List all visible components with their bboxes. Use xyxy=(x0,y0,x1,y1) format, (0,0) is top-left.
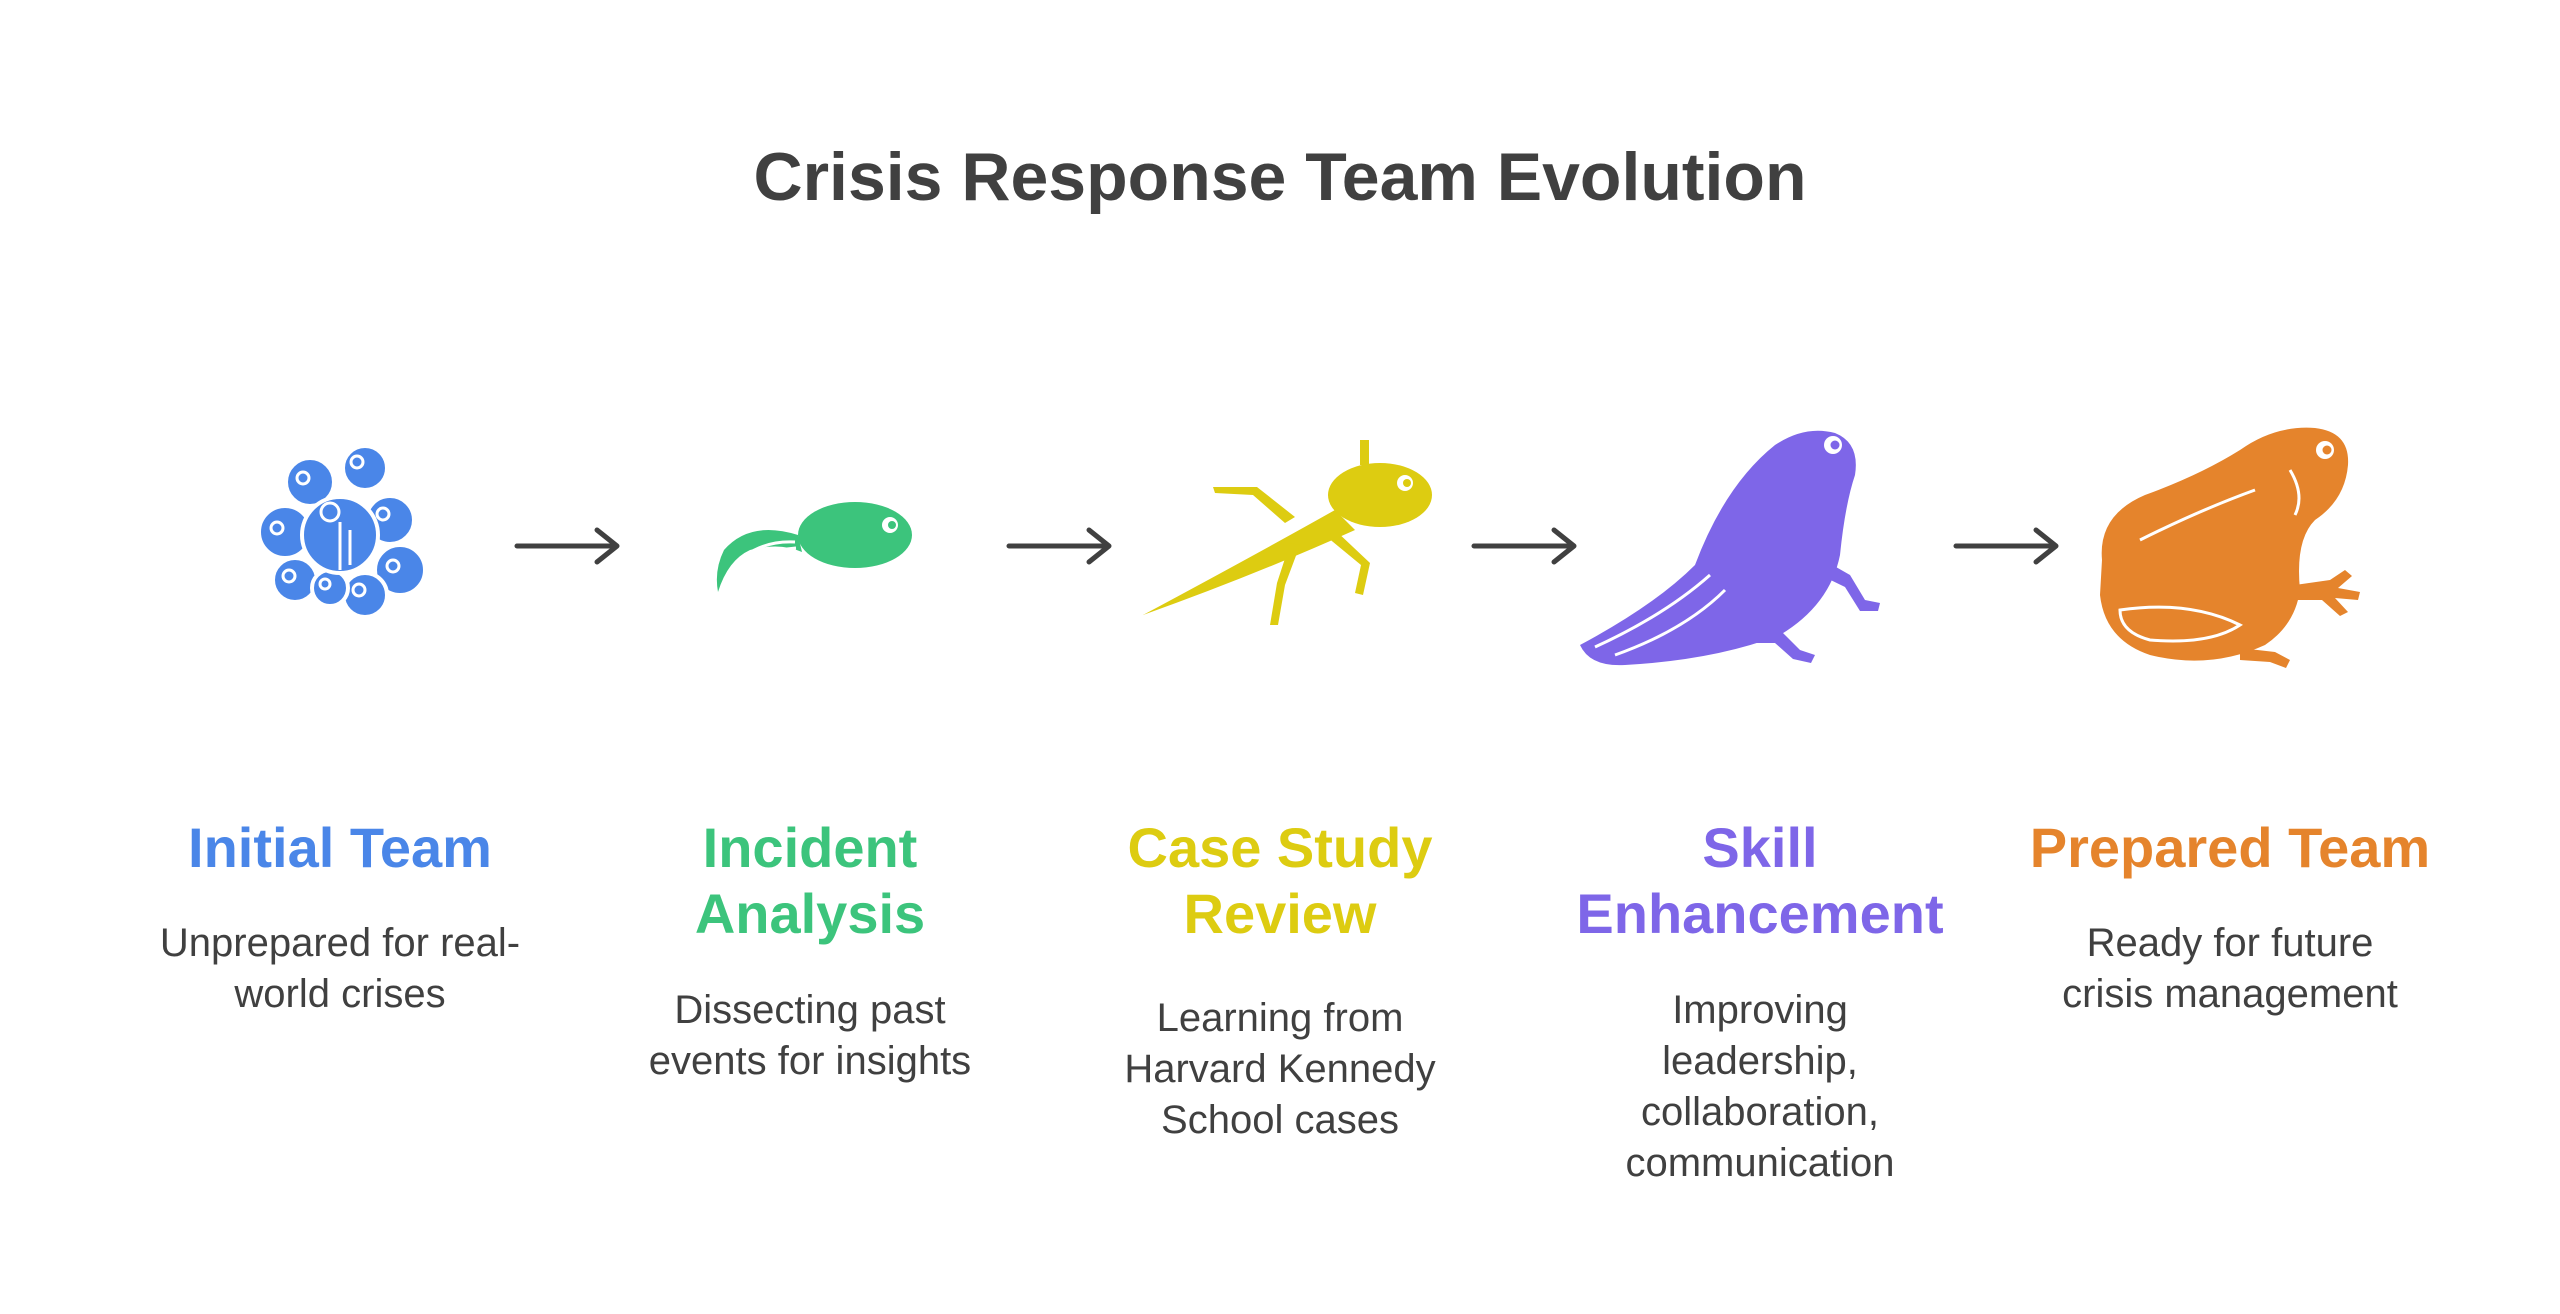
stage-desc-incident-analysis: Dissecting past events for insights xyxy=(600,985,1020,1087)
stage-desc-case-study-review: Learning from Harvard Kennedy School cas… xyxy=(1070,993,1490,1146)
stage-title-initial-team: Initial Team xyxy=(130,815,550,881)
stage-desc-line: School cases xyxy=(1161,1098,1399,1142)
stage-desc-line: Unprepared for real- xyxy=(159,921,521,965)
frog-icon xyxy=(2100,427,2360,668)
stage-title-skill-enhancement: Skill Enhancement xyxy=(1550,815,1970,947)
stage-desc-skill-enhancement: Improving leadership, collaboration, com… xyxy=(1550,985,1970,1189)
stage-title-incident-analysis: Incident Analysis xyxy=(600,815,1020,947)
tadpole-icon xyxy=(716,502,912,592)
stage-title-line: Initial Team xyxy=(188,816,492,879)
arrow-right-icon xyxy=(1471,527,1577,565)
stage-title-line: Prepared Team xyxy=(2029,816,2431,879)
diagram-title: Crisis Response Team Evolution xyxy=(753,139,1807,215)
frog-eggs-icon xyxy=(257,444,427,619)
stage-desc-line: events for insights xyxy=(648,1039,972,1083)
arrow-right-icon xyxy=(1006,527,1112,565)
stage-desc-line: Learning from xyxy=(1156,996,1404,1040)
stage-title-prepared-team: Prepared Team xyxy=(2020,815,2440,881)
stage-desc-line: communication xyxy=(1625,1141,1895,1185)
stage-desc-line: Harvard Kennedy xyxy=(1124,1047,1436,1091)
stage-desc-line: Improving xyxy=(1672,988,1848,1032)
stage-desc-line: Ready for future xyxy=(2086,921,2374,965)
stage-title-line: Skill xyxy=(1702,816,1818,879)
arrow-right-icon xyxy=(1953,527,2059,565)
stage-title-line: Enhancement xyxy=(1576,882,1944,945)
stage-desc-line: world crises xyxy=(234,972,446,1016)
froglet-icon xyxy=(1580,430,1880,666)
stage-title-line: Incident xyxy=(702,816,918,879)
stage-desc-line: crisis management xyxy=(2062,972,2398,1016)
tadpole-with-legs-icon xyxy=(1143,440,1432,625)
stage-desc-line: collaboration, xyxy=(1641,1090,1879,1134)
arrow-right-icon xyxy=(514,527,620,565)
stage-title-line: Review xyxy=(1183,882,1377,945)
stage-desc-line: Dissecting past xyxy=(674,988,946,1032)
stage-desc-initial-team: Unprepared for real- world crises xyxy=(130,918,550,1020)
stage-title-case-study-review: Case Study Review xyxy=(1070,815,1490,947)
stage-title-line: Analysis xyxy=(694,882,926,945)
stage-desc-line: leadership, xyxy=(1662,1039,1858,1083)
stage-title-line: Case Study xyxy=(1127,816,1433,879)
stage-desc-prepared-team: Ready for future crisis management xyxy=(2020,918,2440,1020)
